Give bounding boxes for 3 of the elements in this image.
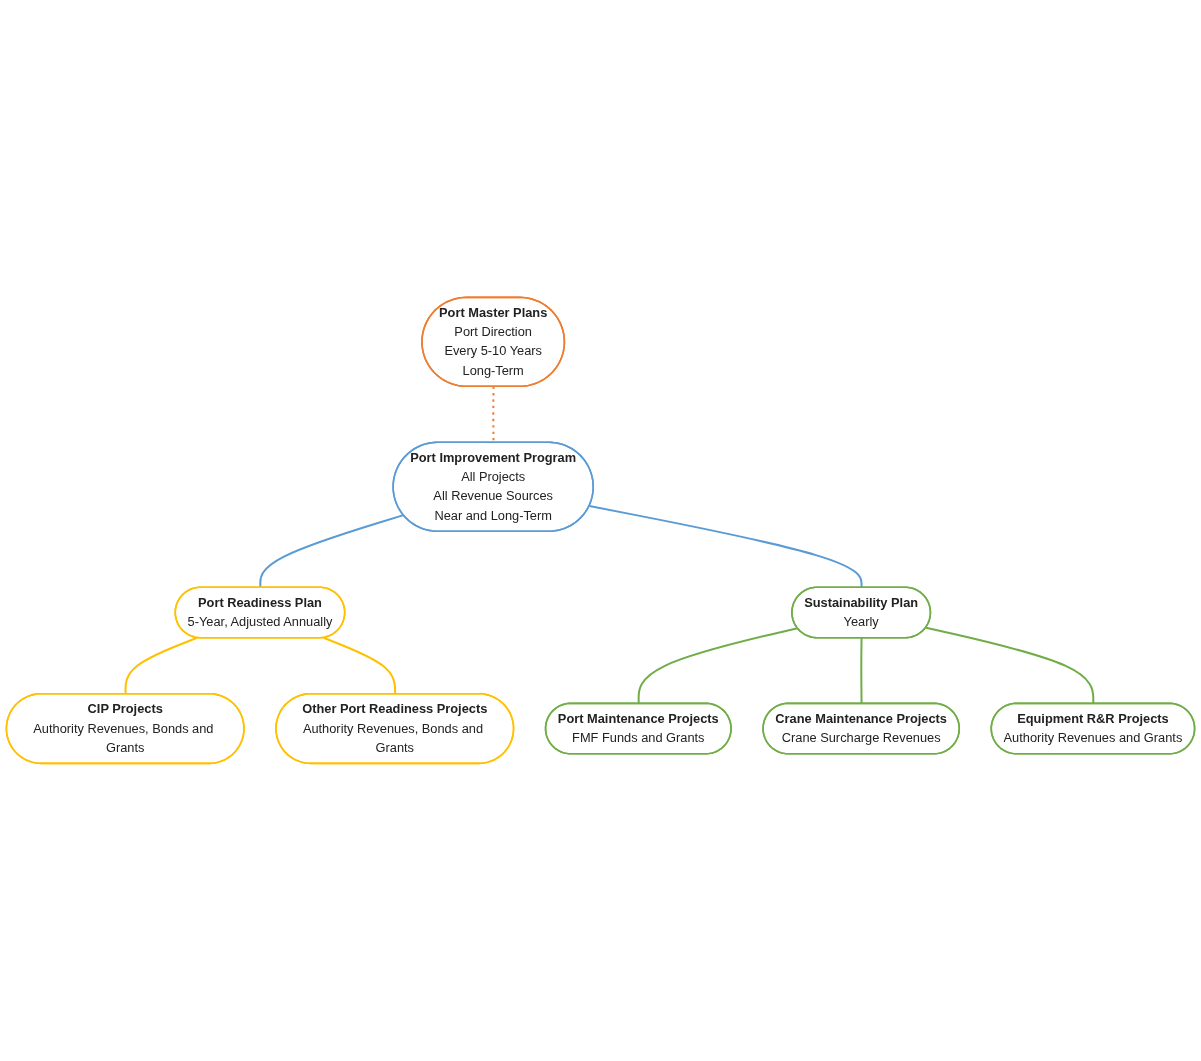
connector xyxy=(860,637,863,705)
connector xyxy=(925,626,1095,705)
connector xyxy=(588,505,863,589)
